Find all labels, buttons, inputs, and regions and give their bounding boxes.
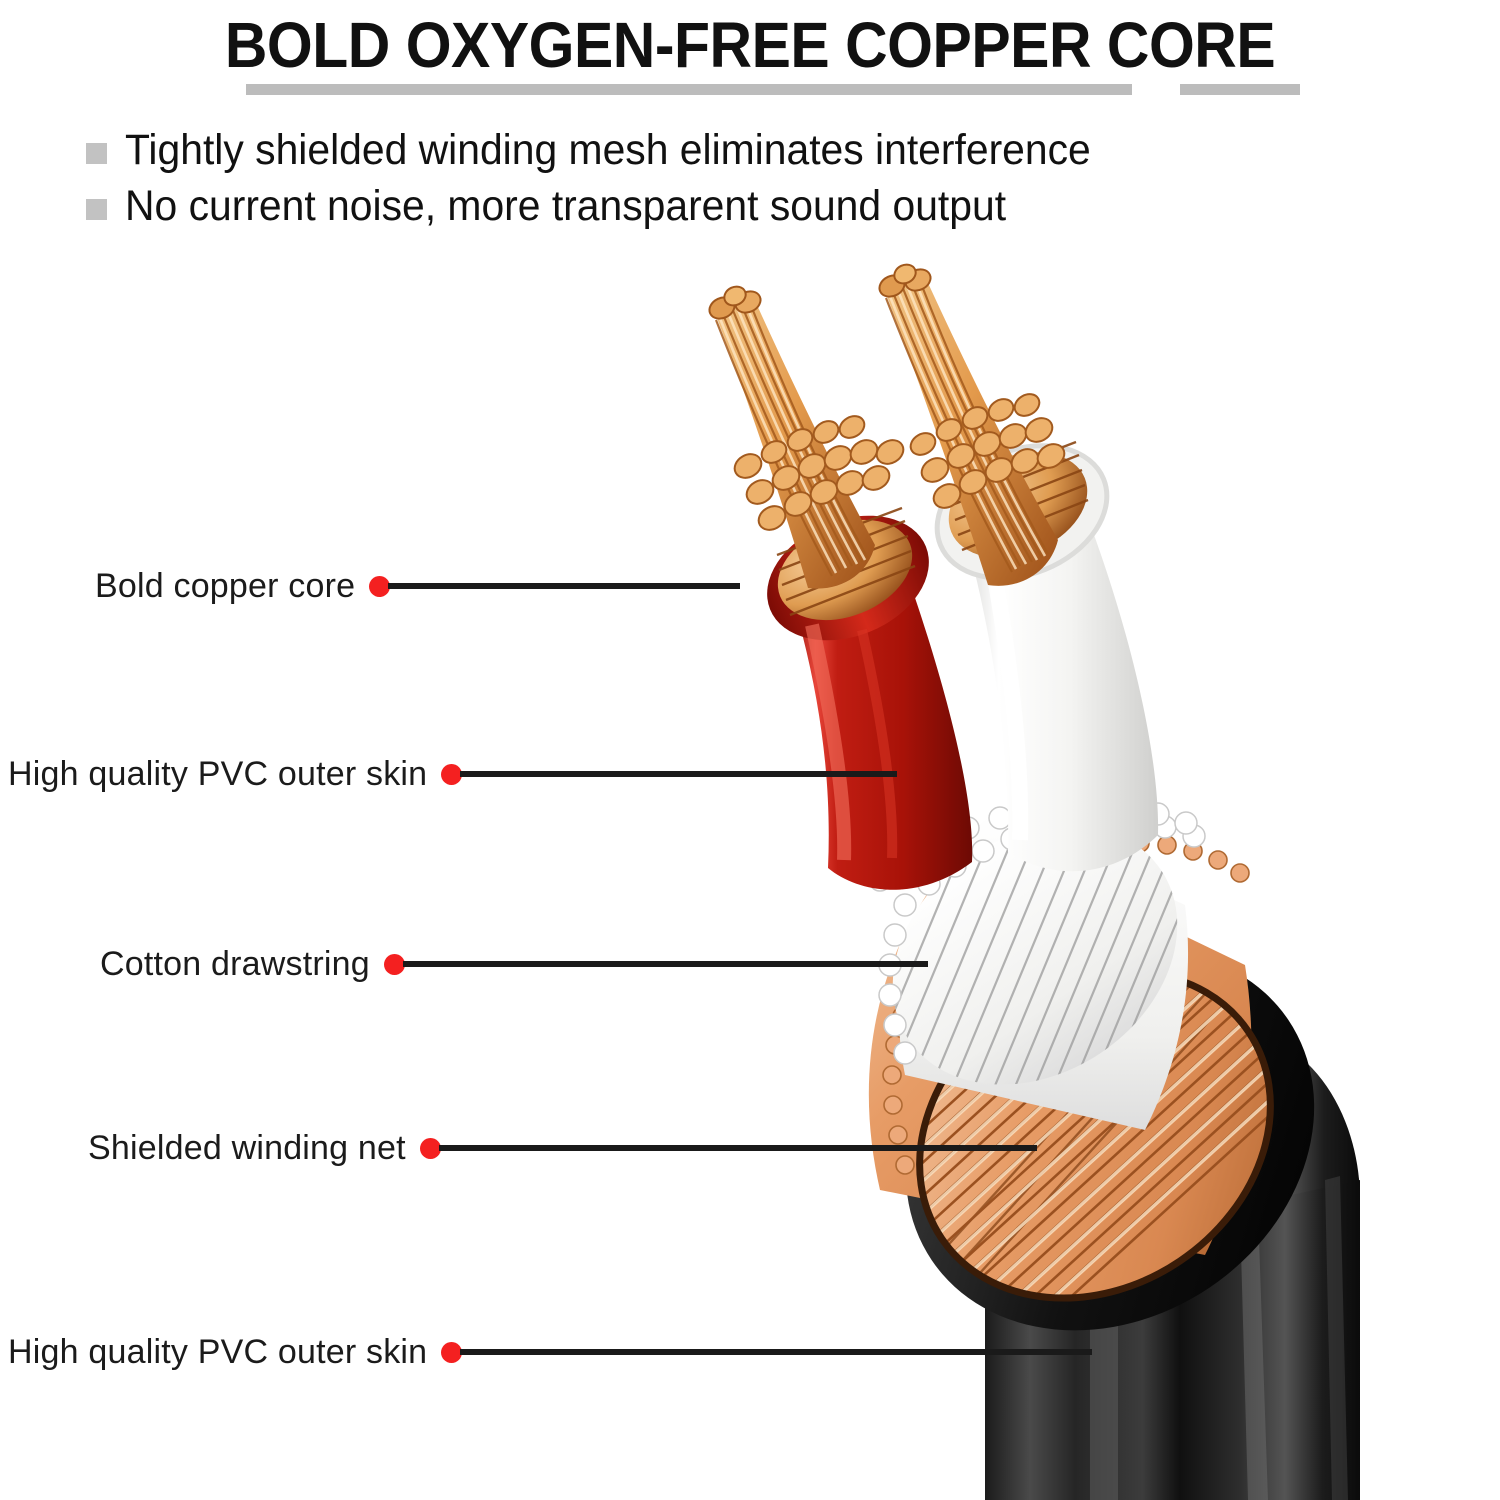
callout-label: Shielded winding net <box>88 1128 406 1167</box>
callout-leader-line <box>460 1349 1093 1355</box>
callout-dot-icon <box>369 575 391 597</box>
feature-bullet-list: Tightly shielded winding mesh eliminates… <box>86 122 1416 234</box>
square-bullet-icon <box>86 142 107 164</box>
list-item: Tightly shielded winding mesh eliminates… <box>86 122 1416 178</box>
list-item: No current noise, more transparent sound… <box>86 178 1416 234</box>
bullet-label: No current noise, more transparent sound… <box>125 181 1007 230</box>
callout-pvc-outer-skin-jacket: High quality PVC outer skin <box>8 1332 1093 1372</box>
callout-label: Cotton drawstring <box>100 944 370 983</box>
callout-dot-icon <box>441 763 463 785</box>
callout-dot-icon <box>441 1341 463 1363</box>
title-underline-short <box>1180 84 1300 95</box>
callout-leader-line <box>388 583 741 589</box>
callout-label: Bold copper core <box>95 566 356 605</box>
callout-leader-line <box>460 771 898 777</box>
copper-core-strands <box>708 263 1066 589</box>
callout-label: High quality PVC outer skin <box>8 1332 428 1371</box>
page-title: BOLD OXYGEN-FREE COPPER CORE <box>224 9 1276 81</box>
callout-label: High quality PVC outer skin <box>8 754 428 793</box>
callout-dot-icon <box>383 953 405 975</box>
title-underline-long <box>246 84 1132 95</box>
callout-leader-line <box>438 1145 1037 1151</box>
callout-leader-line <box>402 961 928 967</box>
callout-cotton-drawstring: Cotton drawstring <box>100 944 928 984</box>
callout-pvc-outer-skin-inner: High quality PVC outer skin <box>8 754 898 794</box>
bullet-label: Tightly shielded winding mesh eliminates… <box>125 125 1091 174</box>
square-bullet-icon <box>86 198 107 220</box>
callout-dot-icon <box>419 1137 441 1159</box>
callout-bold-copper-core: Bold copper core <box>95 566 741 606</box>
callout-shielded-winding-net: Shielded winding net <box>88 1128 1037 1168</box>
header-block: BOLD OXYGEN-FREE COPPER CORE Tightly shi… <box>0 0 1500 250</box>
